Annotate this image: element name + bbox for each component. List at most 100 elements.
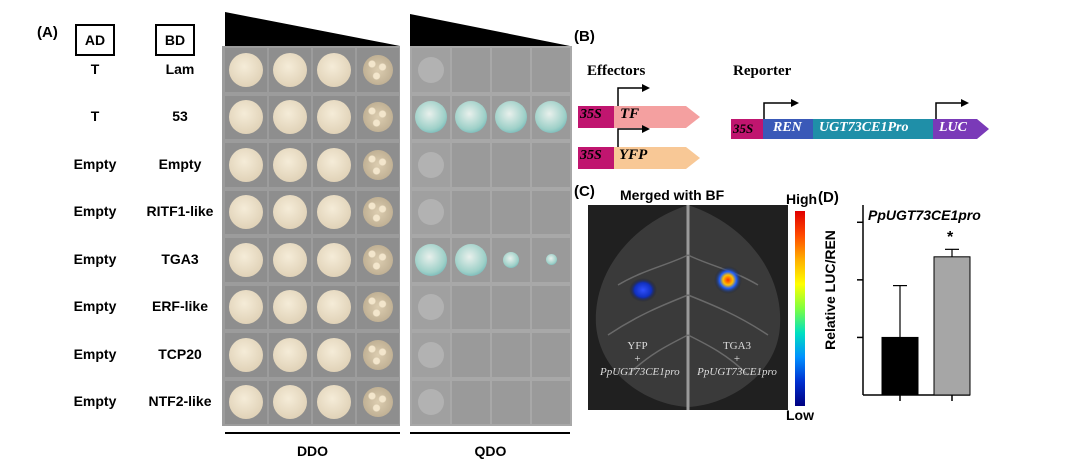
qdo-colony-cell [452, 380, 490, 424]
colony-spot [229, 100, 263, 135]
qdo-colony-cell [412, 143, 450, 187]
row-bd-label: TGA3 [161, 250, 199, 267]
ddo-colony-cell [225, 48, 267, 92]
qdo-colony-cell [452, 190, 490, 234]
reporter-ren: REN [773, 120, 802, 135]
row-ad-label: T [90, 108, 100, 125]
panel-c-letter: (C) [574, 183, 595, 200]
row-ad-label: Empty [73, 250, 117, 267]
colony-spot [317, 195, 351, 230]
colony-spot [495, 101, 527, 134]
scale-low-label: Low [786, 407, 814, 423]
colony-spot [455, 243, 487, 276]
colony-spot [363, 387, 393, 418]
ddo-colony-cell [225, 95, 267, 139]
reporter-ugt-pro: UGT73CE1Pro [819, 120, 909, 135]
colony-spot [363, 292, 393, 323]
leaf-left-label-1: YFP [627, 340, 648, 352]
ddo-colony-cell [357, 333, 399, 377]
qdo-colony-cell [532, 285, 570, 329]
faint-colony-spot [418, 56, 444, 83]
panel-b-letter: (B) [574, 28, 595, 45]
qdo-colony-cell [492, 238, 530, 282]
ddo-colony-cell [357, 95, 399, 139]
ad-header: AD [75, 24, 115, 56]
qdo-colony-cell [452, 285, 490, 329]
qdo-colony-cell [412, 238, 450, 282]
colony-spot [229, 195, 263, 230]
ddo-colony-cell [269, 95, 311, 139]
faint-colony-spot [418, 151, 444, 178]
ddo-colony-cell [313, 238, 355, 282]
ddo-colony-cell [313, 380, 355, 424]
faint-colony-spot [418, 389, 444, 416]
effector1-gene: TF [620, 106, 640, 122]
qdo-colony-cell [532, 48, 570, 92]
colony-spot [535, 101, 567, 134]
ddo-colony-cell [313, 48, 355, 92]
qdo-colony-cell [492, 48, 530, 92]
effector-yfp-construct [578, 125, 700, 169]
dilution-triangle-qdo [410, 14, 570, 46]
reporter-luc: LUC [939, 120, 967, 135]
colony-spot [363, 197, 393, 228]
colony-spot [229, 385, 263, 420]
qdo-colony-cell [452, 333, 490, 377]
row-bd-label: Lam [165, 60, 195, 77]
qdo-colony-cell [412, 285, 450, 329]
row-bd-label: NTF2-like [148, 393, 212, 410]
qdo-colony-cell [532, 333, 570, 377]
colony-spot [503, 251, 519, 268]
significance-star: * [947, 229, 954, 247]
faint-colony-spot [418, 341, 444, 368]
ddo-underline [225, 432, 400, 434]
qdo-colony-cell [492, 333, 530, 377]
ddo-colony-cell [269, 190, 311, 234]
row-ad-label: Empty [73, 298, 117, 315]
qdo-colony-cell [492, 190, 530, 234]
qdo-colony-cell [412, 48, 450, 92]
effector2-promoter: 35S [580, 148, 602, 163]
reporter-construct [731, 99, 989, 139]
colony-spot [229, 290, 263, 325]
qdo-colony-cell [492, 95, 530, 139]
colony-spot [273, 290, 307, 325]
qdo-colony-cell [532, 190, 570, 234]
qdo-underline [410, 432, 570, 434]
colony-spot [229, 242, 263, 277]
leaf-left-label-3: PpUGT73CE1pro [600, 366, 680, 378]
colony-spot [363, 54, 393, 85]
panel-d-letter: (D) [818, 189, 839, 206]
ddo-colony-cell [269, 48, 311, 92]
qdo-colony-cell [532, 380, 570, 424]
qdo-colony-cell [532, 95, 570, 139]
leaf-luminescence-image [588, 205, 788, 410]
colony-spot [545, 254, 557, 266]
qdo-colony-cell [412, 190, 450, 234]
ddo-colony-cell [269, 143, 311, 187]
ddo-colony-cell [357, 190, 399, 234]
colony-spot [317, 100, 351, 135]
ddo-spot-panel [222, 46, 400, 426]
leaf-right-label-2: + [733, 353, 741, 365]
ddo-colony-cell [225, 285, 267, 329]
colony-spot [363, 149, 393, 180]
colony-spot [415, 243, 447, 276]
ddo-colony-cell [269, 333, 311, 377]
luc-ren-bar-chart [857, 205, 971, 401]
ddo-colony-cell [225, 333, 267, 377]
row-bd-label: Empty [158, 155, 202, 172]
row-bd-label: 53 [172, 108, 188, 125]
colony-spot [317, 290, 351, 325]
qdo-colony-cell [452, 143, 490, 187]
colony-spot [229, 337, 263, 372]
ddo-colony-cell [313, 190, 355, 234]
panel-d-ylabel: Relative LUC/REN [822, 230, 838, 350]
colony-spot [317, 385, 351, 420]
effector-tf-construct [578, 84, 700, 128]
ddo-colony-cell [313, 143, 355, 187]
qdo-colony-cell [412, 333, 450, 377]
ddo-colony-cell [225, 238, 267, 282]
ddo-colony-cell [357, 48, 399, 92]
reporter-label: Reporter [733, 63, 792, 79]
